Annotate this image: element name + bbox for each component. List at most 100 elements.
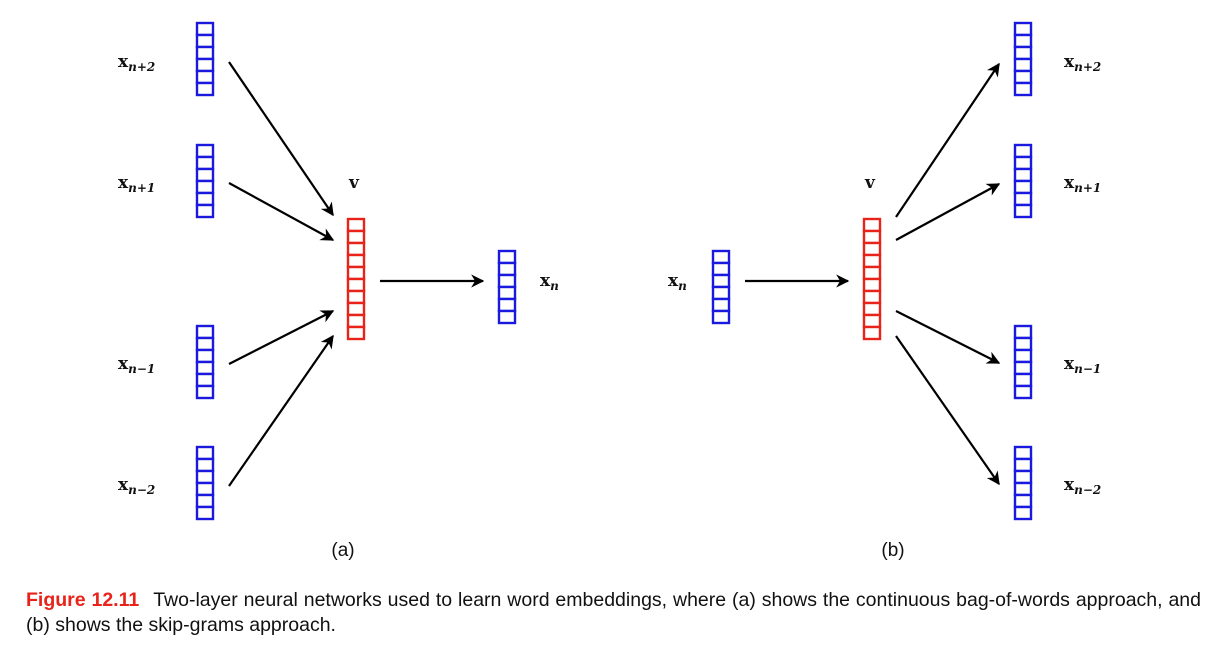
- vector-b-input-cell: [711, 273, 731, 289]
- vector-a-hidden-cell: [346, 289, 366, 305]
- vector-a-hidden-cell: [346, 241, 366, 257]
- vector-a-output-cell: [497, 249, 517, 265]
- vector-b-output-n-minus-2-cell: [1013, 445, 1033, 461]
- vector-b-output-n-plus-2-cell: [1013, 69, 1033, 85]
- arrow-a-n-plus-2: [228, 61, 334, 217]
- label-a-input-n-plus-1: xn+1: [118, 173, 155, 195]
- vector-a-input-n-minus-1-cell: [195, 348, 215, 364]
- label-a-input-n-plus-2: xn+2: [118, 52, 155, 74]
- vector-b-hidden-cell: [862, 301, 882, 317]
- vector-b-hidden-cell: [862, 313, 882, 329]
- vector-b-output-n-minus-1: [1013, 324, 1033, 400]
- vector-b-output-n-plus-1: [1013, 143, 1033, 219]
- panel-a: xn+2 xn+1 xn−1 xn−2 v xn (a): [118, 21, 559, 561]
- vector-a-output-cell: [497, 309, 517, 325]
- vector-b-output-n-plus-1-cell: [1013, 191, 1033, 207]
- vector-b-output-n-plus-1-cell: [1013, 179, 1033, 195]
- vector-b-hidden-cell: [862, 241, 882, 257]
- panel-b: xn v xn+2 xn+1 xn−1 xn−2 (b): [668, 21, 1101, 561]
- vector-a-input-n-minus-2-cell: [195, 445, 215, 461]
- vector-a-input-n-plus-2-cell: [195, 45, 215, 61]
- vector-a-hidden-cell: [346, 301, 366, 317]
- label-b-output-n-plus-1: xn+1: [1064, 173, 1101, 195]
- vector-a-hidden-cell: [346, 229, 366, 245]
- vector-a-output-cell: [497, 297, 517, 313]
- caption-text: Two-layer neural networks used to learn …: [26, 589, 1201, 636]
- vector-b-output-n-plus-2-cell: [1013, 45, 1033, 61]
- vector-a-input-n-plus-2-cell: [195, 69, 215, 85]
- vector-b-output-n-minus-1-cell: [1013, 372, 1033, 388]
- vector-b-hidden-cell: [862, 229, 882, 245]
- vector-b-output-n-minus-1-cell: [1013, 324, 1033, 340]
- vector-a-input-n-plus-2-cell: [195, 33, 215, 49]
- arrow-b-n-minus-2: [895, 335, 1000, 486]
- vector-b-input-cell: [711, 285, 731, 301]
- vector-b-input-cell: [711, 249, 731, 265]
- vector-a-input-n-minus-1-cell: [195, 372, 215, 388]
- vector-b-hidden-cell: [862, 217, 882, 233]
- label-a-output: xn: [540, 271, 559, 293]
- vector-b-output-n-plus-2-cell: [1013, 21, 1033, 37]
- vector-b-output-n-plus-2: [1013, 21, 1033, 97]
- vector-a-output-cell: [497, 261, 517, 277]
- vector-b-hidden-cell: [862, 253, 882, 269]
- arrow-b-n-plus-2: [895, 62, 1000, 218]
- vector-a-input-n-plus-2-cell: [195, 57, 215, 73]
- vector-a-input-n-plus-1-cell: [195, 143, 215, 159]
- vector-a-output: [497, 249, 517, 325]
- vector-a-hidden-cell: [346, 313, 366, 329]
- vector-a-output-cell: [497, 285, 517, 301]
- vector-a-input-n-plus-2-cell: [195, 81, 215, 97]
- label-b-output-n-minus-2: xn−2: [1064, 475, 1101, 497]
- vector-b-hidden: [862, 217, 882, 341]
- vector-a-input-n-plus-1-cell: [195, 155, 215, 171]
- panel-b-label: (b): [881, 540, 904, 561]
- vector-b-output-n-plus-1-cell: [1013, 143, 1033, 159]
- vector-b-output-n-plus-1-cell: [1013, 155, 1033, 171]
- vector-b-output-n-minus-1-cell: [1013, 336, 1033, 352]
- vector-a-input-n-minus-2-cell: [195, 481, 215, 497]
- arrow-a-n-plus-1: [228, 182, 335, 241]
- vector-b-output-n-minus-2: [1013, 445, 1033, 521]
- vector-a-input-n-minus-1-cell: [195, 360, 215, 376]
- vector-a-hidden-cell: [346, 325, 366, 341]
- arrow-b-n-plus-1: [895, 183, 1001, 241]
- vector-a-input-n-plus-1-cell: [195, 179, 215, 195]
- label-a-hidden: v: [348, 173, 360, 193]
- vector-a-input-n-minus-1-cell: [195, 324, 215, 340]
- vector-b-output-n-minus-2-cell: [1013, 457, 1033, 473]
- vector-a-input-n-minus-1: [195, 324, 215, 400]
- vector-b-hidden-cell: [862, 289, 882, 305]
- vector-a-input-n-plus-1: [195, 143, 215, 219]
- vector-a-input-n-plus-1-cell: [195, 191, 215, 207]
- vector-a-hidden: [346, 217, 366, 341]
- label-b-output-n-minus-1: xn−1: [1064, 354, 1101, 376]
- label-b-hidden: v: [864, 173, 876, 193]
- vector-b-input-cell: [711, 309, 731, 325]
- vector-a-input-n-minus-1-cell: [195, 336, 215, 352]
- vector-b-input-cell: [711, 297, 731, 313]
- vector-b-output-n-plus-2-cell: [1013, 33, 1033, 49]
- vector-b-hidden-cell: [862, 265, 882, 281]
- vector-a-hidden-cell: [346, 253, 366, 269]
- vector-b-output-n-minus-1-cell: [1013, 360, 1033, 376]
- arrow-a-n-minus-2: [228, 334, 334, 487]
- label-a-input-n-minus-2: xn−2: [118, 475, 155, 497]
- vector-a-input-n-plus-2-cell: [195, 21, 215, 37]
- vector-b-output-n-plus-2-cell: [1013, 57, 1033, 73]
- label-a-input-n-minus-1: xn−1: [118, 354, 155, 376]
- vector-a-input-n-plus-2: [195, 21, 215, 97]
- vector-a-input-n-minus-1-cell: [195, 384, 215, 400]
- vector-a-input-n-plus-1-cell: [195, 203, 215, 219]
- vector-a-input-n-minus-2-cell: [195, 469, 215, 485]
- vector-b-output-n-minus-1-cell: [1013, 348, 1033, 364]
- diagram: xn+2 xn+1 xn−1 xn−2 v xn (a) xn v xn+2 x…: [118, 21, 1101, 561]
- vector-b-output-n-minus-2-cell: [1013, 469, 1033, 485]
- label-b-output-n-plus-2: xn+2: [1064, 52, 1101, 74]
- vector-a-input-n-minus-2: [195, 445, 215, 521]
- vector-a-input-n-minus-2-cell: [195, 457, 215, 473]
- figure-number: Figure 12.11: [26, 589, 140, 611]
- vector-a-hidden-cell: [346, 265, 366, 281]
- vector-b-input: [711, 249, 731, 325]
